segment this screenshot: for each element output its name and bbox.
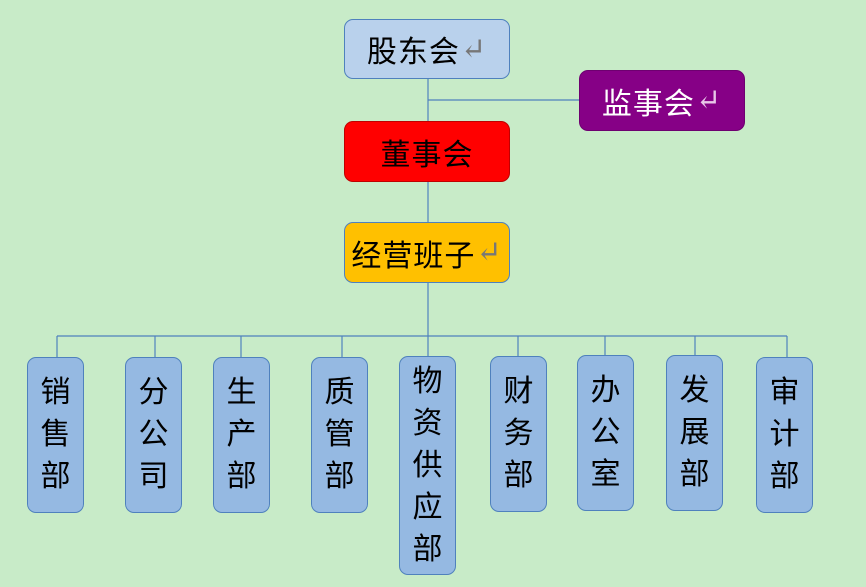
department-label: 办公室 <box>590 373 621 492</box>
supervisors-node: 监事会↵ <box>579 70 745 131</box>
department-office: 办公室 <box>577 355 634 511</box>
department-label: 分公司 <box>138 375 169 494</box>
department-sales: 销售部 <box>27 357 84 513</box>
paragraph-mark: ↵ <box>476 235 503 270</box>
paragraph-mark: ↵ <box>695 83 723 118</box>
shareholders-node: 股东会↵ <box>344 19 510 79</box>
department-label: 物资供应部 <box>412 363 443 567</box>
shareholders-label: 股东会 <box>366 35 460 70</box>
department-development: 发展部 <box>666 355 723 511</box>
supervisors-label: 监事会 <box>601 86 695 122</box>
board-label: 董事会 <box>380 137 474 173</box>
department-quality: 质管部 <box>311 357 368 513</box>
management-label: 经营班子 <box>351 238 476 274</box>
management-node: 经营班子↵ <box>344 222 510 283</box>
department-finance: 财务部 <box>490 356 547 512</box>
department-label: 发展部 <box>679 373 710 492</box>
department-audit: 审计部 <box>756 357 813 513</box>
department-label: 审计部 <box>769 375 800 494</box>
paragraph-mark: ↵ <box>460 31 488 67</box>
department-production: 生产部 <box>213 357 270 513</box>
department-label: 生产部 <box>226 375 257 494</box>
department-supply: 物资供应部 <box>399 356 456 575</box>
department-label: 质管部 <box>324 375 355 494</box>
department-branch: 分公司 <box>125 357 182 513</box>
department-label: 财务部 <box>503 374 534 493</box>
board-node: 董事会 <box>344 121 510 182</box>
department-label: 销售部 <box>40 375 71 494</box>
